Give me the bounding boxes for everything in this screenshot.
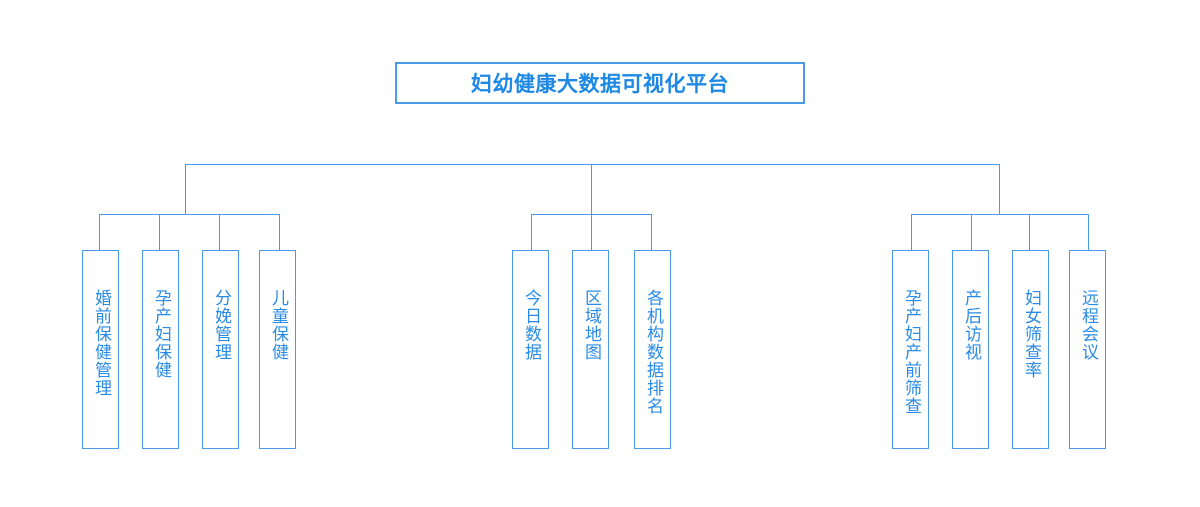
right-branch-2: [971, 214, 972, 250]
left-group-bar: [99, 214, 280, 215]
center-branch-2: [591, 214, 592, 250]
right-branch-3: [1029, 214, 1030, 250]
left-branch-2: [159, 214, 160, 250]
top-connector-horizontal: [185, 164, 1000, 165]
right-branch-1: [911, 214, 912, 250]
leaf-label: 产后访视: [961, 289, 981, 361]
connector-center-drop: [591, 164, 592, 214]
leaf-node: 儿童保健: [259, 250, 296, 449]
leaf-label: 婚前保健管理: [91, 289, 111, 397]
leaf-label: 孕产妇保健: [151, 289, 171, 379]
leaf-node: 今日数据: [512, 250, 549, 449]
leaf-node: 孕产妇产前筛查: [892, 250, 929, 449]
root-node-title: 妇幼健康大数据可视化平台: [395, 62, 805, 104]
leaf-node: 产后访视: [952, 250, 989, 449]
left-branch-1: [99, 214, 100, 250]
center-branch-1: [531, 214, 532, 250]
leaf-node: 各机构数据排名: [634, 250, 671, 449]
leaf-label: 孕产妇产前筛查: [901, 289, 921, 415]
leaf-node: 孕产妇保健: [142, 250, 179, 449]
connector-right-drop: [999, 164, 1000, 214]
leaf-label: 儿童保健: [268, 289, 288, 361]
root-title-text: 妇幼健康大数据可视化平台: [471, 72, 729, 96]
leaf-node: 婚前保健管理: [82, 250, 119, 449]
center-branch-3: [651, 214, 652, 250]
leaf-node: 远程会议: [1069, 250, 1106, 449]
connector-left-drop: [185, 164, 186, 214]
right-group-bar: [911, 214, 1089, 215]
leaf-node: 妇女筛查率: [1012, 250, 1049, 449]
left-branch-3: [219, 214, 220, 250]
left-branch-4: [279, 214, 280, 250]
right-branch-4: [1088, 214, 1089, 250]
leaf-label: 今日数据: [521, 289, 541, 361]
leaf-label: 妇女筛查率: [1021, 289, 1041, 379]
leaf-label: 分娩管理: [211, 289, 231, 361]
leaf-label: 区域地图: [581, 289, 601, 361]
leaf-node: 区域地图: [572, 250, 609, 449]
leaf-label: 各机构数据排名: [643, 289, 663, 415]
leaf-label: 远程会议: [1078, 289, 1098, 361]
leaf-node: 分娩管理: [202, 250, 239, 449]
